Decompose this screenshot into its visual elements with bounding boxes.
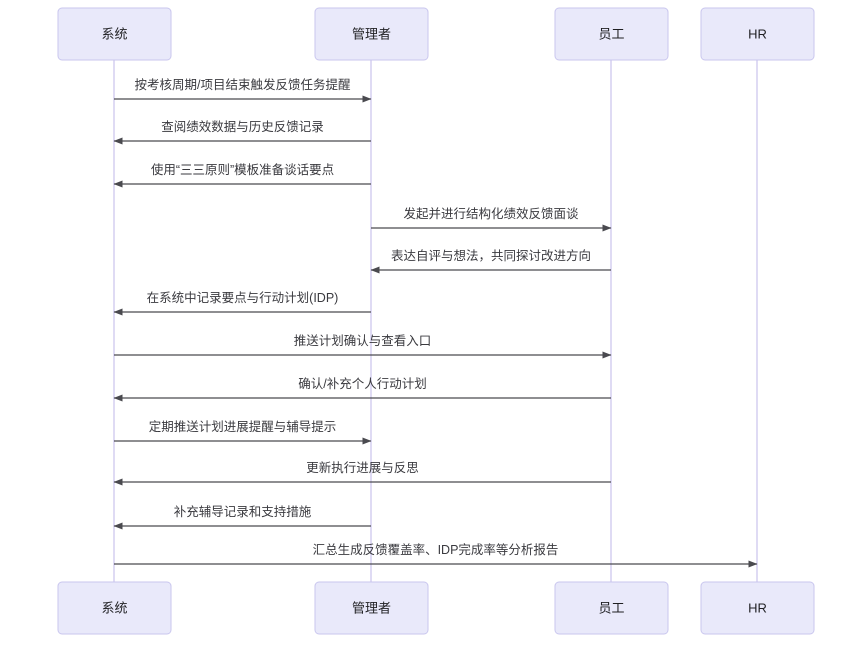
message-3[interactable]: 使用“三三原则”模板准备谈话要点 <box>113 162 371 188</box>
message-label: 更新执行进展与反思 <box>306 460 419 475</box>
actor-box[interactable] <box>314 581 429 635</box>
message-label: 查阅绩效数据与历史反馈记录 <box>161 119 324 134</box>
message-7[interactable]: 推送计划确认与查看入口 <box>114 333 612 359</box>
message-6[interactable]: 在系统中记录要点与行动计划(IDP) <box>113 290 371 316</box>
messages-layer: 按考核周期/项目结束触发反馈任务提醒查阅绩效数据与历史反馈记录使用“三三原则”模… <box>113 77 758 568</box>
message-10[interactable]: 更新执行进展与反思 <box>113 460 611 486</box>
message-8[interactable]: 确认/补充个人行动计划 <box>113 376 611 402</box>
actor-label: 管理者 <box>352 600 391 615</box>
actor-label: 系统 <box>101 600 127 615</box>
message-2[interactable]: 查阅绩效数据与历史反馈记录 <box>113 119 371 145</box>
actor-manager-bottom[interactable]: 管理者 <box>314 581 429 635</box>
message-label: 表达自评与想法，共同探讨改进方向 <box>391 248 591 263</box>
message-label: 确认/补充个人行动计划 <box>298 376 426 391</box>
actor-box[interactable] <box>57 7 172 61</box>
message-4[interactable]: 发起并进行结构化绩效反馈面谈 <box>371 206 612 232</box>
message-12[interactable]: 汇总生成反馈覆盖率、IDP完成率等分析报告 <box>114 542 758 568</box>
lifelines-layer <box>113 60 758 582</box>
actor-label: 员工 <box>598 600 624 615</box>
message-1[interactable]: 按考核周期/项目结束触发反馈任务提醒 <box>114 77 372 103</box>
message-label: 定期推送计划进展提醒与辅导提示 <box>149 419 337 434</box>
actor-system-bottom[interactable]: 系统 <box>57 581 172 635</box>
actor-box[interactable] <box>700 7 815 61</box>
message-label: 补充辅导记录和支持措施 <box>174 504 312 519</box>
actor-label: 系统 <box>101 26 127 41</box>
actor-label: HR <box>748 26 767 41</box>
actor-box[interactable] <box>314 7 429 61</box>
actor-manager-top[interactable]: 管理者 <box>314 7 429 61</box>
actor-system-top[interactable]: 系统 <box>57 7 172 61</box>
message-label: 推送计划确认与查看入口 <box>294 333 432 348</box>
message-label: 在系统中记录要点与行动计划(IDP) <box>147 290 339 305</box>
message-label: 发起并进行结构化绩效反馈面谈 <box>403 206 579 221</box>
actor-employee-top[interactable]: 员工 <box>554 7 669 61</box>
actor-box[interactable] <box>554 7 669 61</box>
message-11[interactable]: 补充辅导记录和支持措施 <box>113 504 371 530</box>
message-label: 使用“三三原则”模板准备谈话要点 <box>151 162 334 177</box>
message-5[interactable]: 表达自评与想法，共同探讨改进方向 <box>370 248 611 274</box>
message-label: 按考核周期/项目结束触发反馈任务提醒 <box>135 77 351 92</box>
actor-box[interactable] <box>700 581 815 635</box>
actor-label: 员工 <box>598 26 624 41</box>
actor-hr-top[interactable]: HR <box>700 7 815 61</box>
actor-box[interactable] <box>57 581 172 635</box>
actor-hr-bottom[interactable]: HR <box>700 581 815 635</box>
actor-box[interactable] <box>554 581 669 635</box>
actor-employee-bottom[interactable]: 员工 <box>554 581 669 635</box>
message-9[interactable]: 定期推送计划进展提醒与辅导提示 <box>114 419 372 445</box>
message-label: 汇总生成反馈覆盖率、IDP完成率等分析报告 <box>313 542 559 557</box>
actor-label: 管理者 <box>352 26 391 41</box>
actor-label: HR <box>748 600 767 615</box>
